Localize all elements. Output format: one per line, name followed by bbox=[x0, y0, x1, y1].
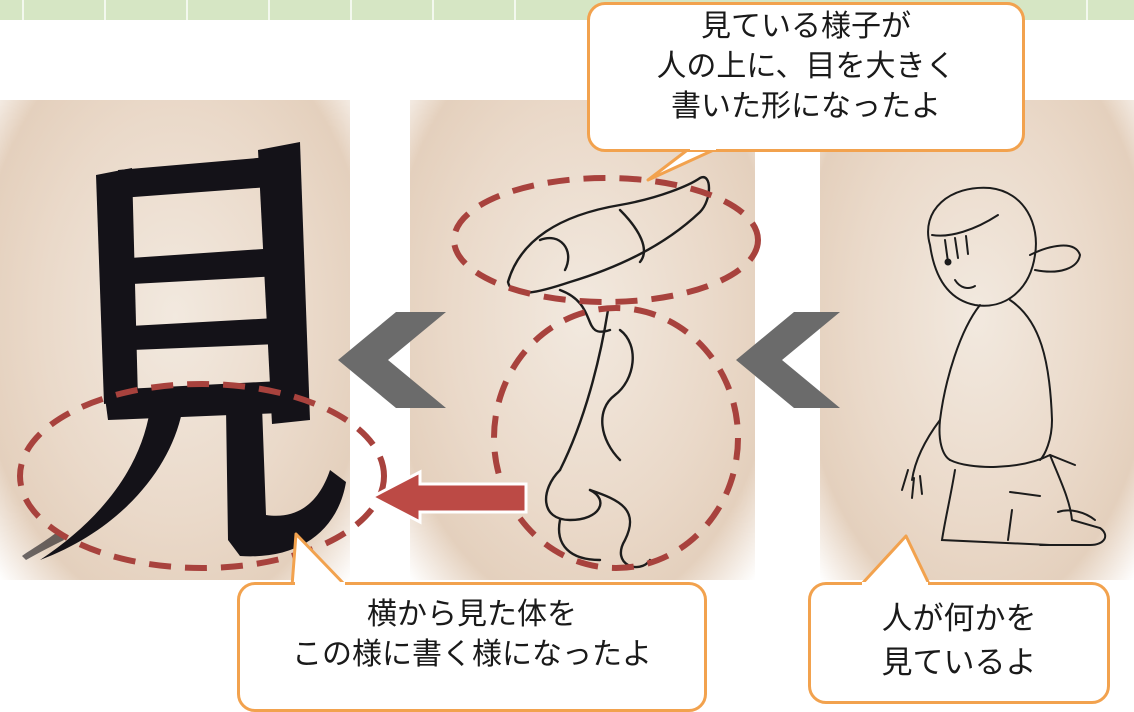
strip-divider bbox=[514, 0, 516, 20]
callout-line: この様に書く様になったよ bbox=[292, 637, 652, 672]
chevron-right-arrow bbox=[736, 312, 840, 408]
eye-highlight-ellipse bbox=[451, 175, 761, 305]
red-left-arrow bbox=[368, 469, 528, 525]
highlight-ellipses bbox=[17, 175, 761, 571]
tail-join-mask bbox=[295, 582, 345, 586]
tail-join-mask bbox=[690, 146, 716, 150]
body-explanation-callout: 横から見た体を この様に書く様になったよ bbox=[237, 582, 707, 712]
chevron-left-arrow bbox=[338, 312, 446, 408]
legs-highlight-ellipse bbox=[17, 381, 387, 571]
callout-line: 人が何かを bbox=[881, 601, 1037, 637]
strip-divider bbox=[104, 0, 106, 20]
body-highlight-ellipse bbox=[491, 305, 741, 571]
strip-divider bbox=[1086, 0, 1088, 20]
callout-line: 書いた形になったよ bbox=[671, 89, 941, 124]
callout-line: 人の上に、目を大きく bbox=[656, 49, 956, 84]
kneeling-girl-illustration bbox=[901, 186, 1107, 546]
kanji-brush-illustration bbox=[22, 142, 346, 560]
strip-divider bbox=[432, 0, 434, 20]
callout-line: 横から見た体を bbox=[367, 597, 577, 632]
top-callout-tail bbox=[646, 146, 720, 182]
callout-tails bbox=[290, 146, 932, 588]
strip-divider bbox=[350, 0, 352, 20]
eye-explanation-callout: 見ている様子が 人の上に、目を大きく 書いた形になったよ bbox=[587, 2, 1025, 152]
bottom-left-callout-tail bbox=[290, 532, 348, 588]
strip-divider bbox=[268, 0, 270, 20]
progression-arrows bbox=[338, 312, 840, 408]
callout-line: 見ているよ bbox=[881, 645, 1037, 681]
girl-illustration-panel bbox=[820, 100, 1134, 580]
tail-join-mask bbox=[862, 582, 928, 586]
ancient-glyph-illustration bbox=[506, 176, 711, 569]
bottom-right-callout-tail bbox=[858, 534, 932, 588]
person-explanation-callout: 人が何かを 見ているよ bbox=[808, 582, 1110, 704]
callout-line: 見ている様子が bbox=[701, 9, 911, 44]
strip-divider bbox=[22, 0, 24, 20]
strip-divider bbox=[186, 0, 188, 20]
